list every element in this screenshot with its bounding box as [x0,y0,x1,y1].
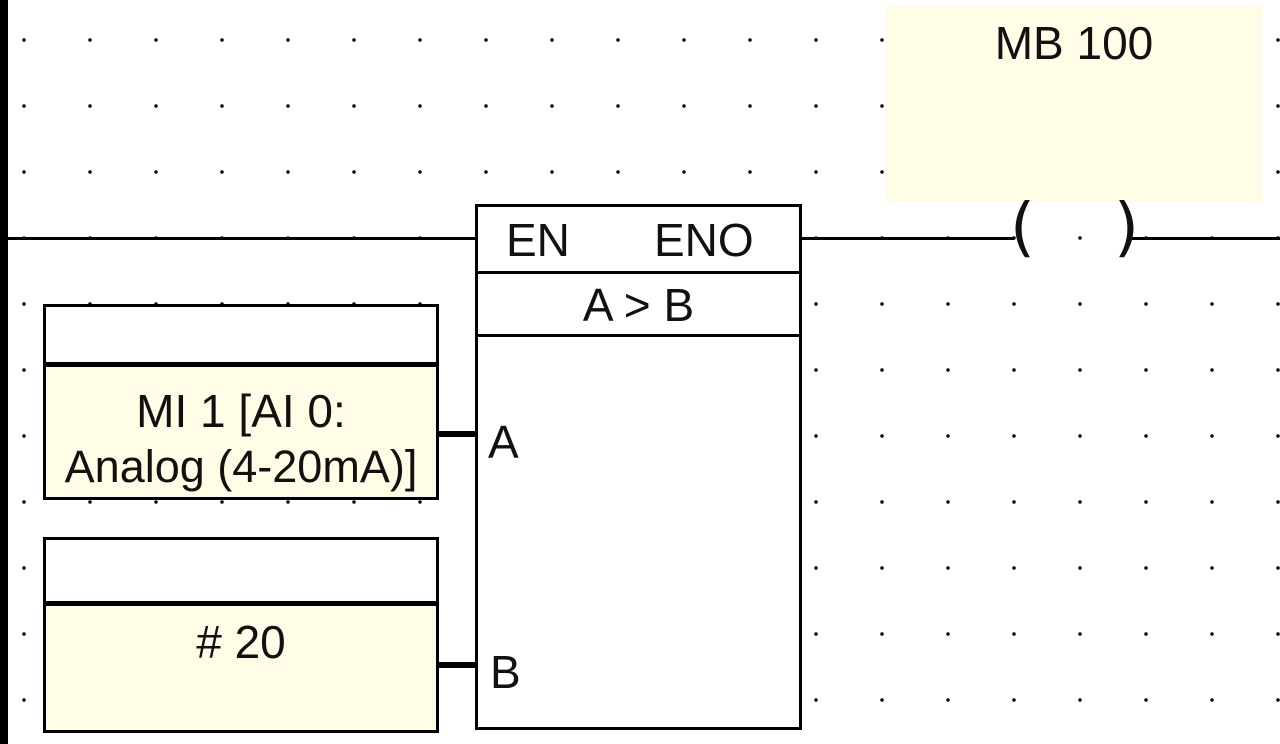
input-a-label: A [488,416,519,468]
operand-a-box[interactable]: MI 1 [AI 0: Analog (4-20mA)] [43,304,439,500]
rung-wire-middle [802,237,1014,240]
operand-a-line2: Analog (4-20mA)] [64,441,418,492]
block-operation-row: A > B [478,274,799,337]
coil-close-paren[interactable]: ) [1114,191,1139,265]
operand-a-header [46,307,436,367]
eno-pin-label: ENO [654,214,754,266]
operand-b-box[interactable]: # 20 [43,537,439,733]
operation-label: A > B [582,279,695,331]
coil-address-label[interactable]: MB 100 [886,6,1262,202]
rung-wire-right [1132,237,1280,240]
operand-b-header [46,540,436,606]
compare-function-block[interactable]: EN ENO A > B A B [475,204,802,730]
coil-open-paren[interactable]: ( [1010,191,1035,265]
en-pin-label: EN [506,214,570,266]
operand-b-value: # 20 [196,616,286,668]
input-a-connector [439,431,475,437]
input-b-label: B [490,646,521,698]
left-power-rail [0,0,8,744]
rung-wire-left [8,237,476,240]
block-header: EN ENO [478,207,799,274]
operand-a-line1: MI 1 [AI 0: [136,385,346,437]
coil-address-text: MB 100 [994,17,1154,69]
input-b-connector [439,662,475,668]
